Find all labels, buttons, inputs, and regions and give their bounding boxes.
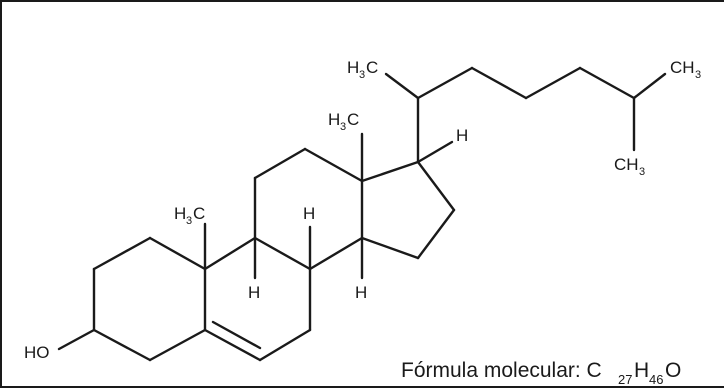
svg-text:3: 3	[340, 121, 346, 133]
h3c-label-c18: H 3 C	[328, 110, 359, 133]
ring-d	[360, 160, 456, 260]
svg-text:CH: CH	[670, 58, 695, 77]
h-c9-label: H	[248, 283, 260, 302]
svg-text:C: C	[193, 204, 205, 223]
ho-label: HO	[24, 343, 50, 362]
svg-text:H: H	[634, 359, 649, 382]
ho-bond	[57, 328, 96, 351]
svg-text:C: C	[366, 58, 378, 77]
svg-text:O: O	[665, 359, 681, 382]
svg-text:3: 3	[359, 69, 365, 81]
ring-c	[253, 147, 364, 271]
svg-text:46: 46	[649, 372, 663, 387]
svg-text:27: 27	[618, 372, 632, 387]
svg-text:3: 3	[695, 69, 701, 81]
svg-text:C: C	[347, 110, 359, 129]
h-c14-label: H	[355, 283, 367, 302]
side-chain	[384, 66, 667, 164]
h-c17-label: H	[456, 126, 468, 145]
svg-text:3: 3	[186, 215, 192, 227]
ring-b	[203, 236, 312, 362]
svg-text:H: H	[174, 204, 186, 223]
ch3-label-top: CH 3	[670, 58, 701, 81]
ch3-label-bottom: CH 3	[614, 155, 645, 178]
h-c8-label: H	[303, 204, 315, 223]
h3c-label-c21: H 3 C	[347, 58, 378, 81]
svg-text:H: H	[347, 58, 359, 77]
svg-text:Fórmula molecular: C: Fórmula molecular: C	[401, 359, 602, 382]
double-bond-c5-c6	[211, 320, 262, 350]
svg-text:H: H	[328, 110, 340, 129]
molecular-formula: Fórmula molecular: C 27 H 46 O	[401, 359, 681, 387]
svg-text:3: 3	[639, 166, 645, 178]
h3c-label-c19: H 3 C	[174, 204, 205, 227]
ring-a	[92, 236, 207, 362]
svg-text:CH: CH	[614, 155, 639, 174]
h-c17-bond	[416, 140, 454, 164]
